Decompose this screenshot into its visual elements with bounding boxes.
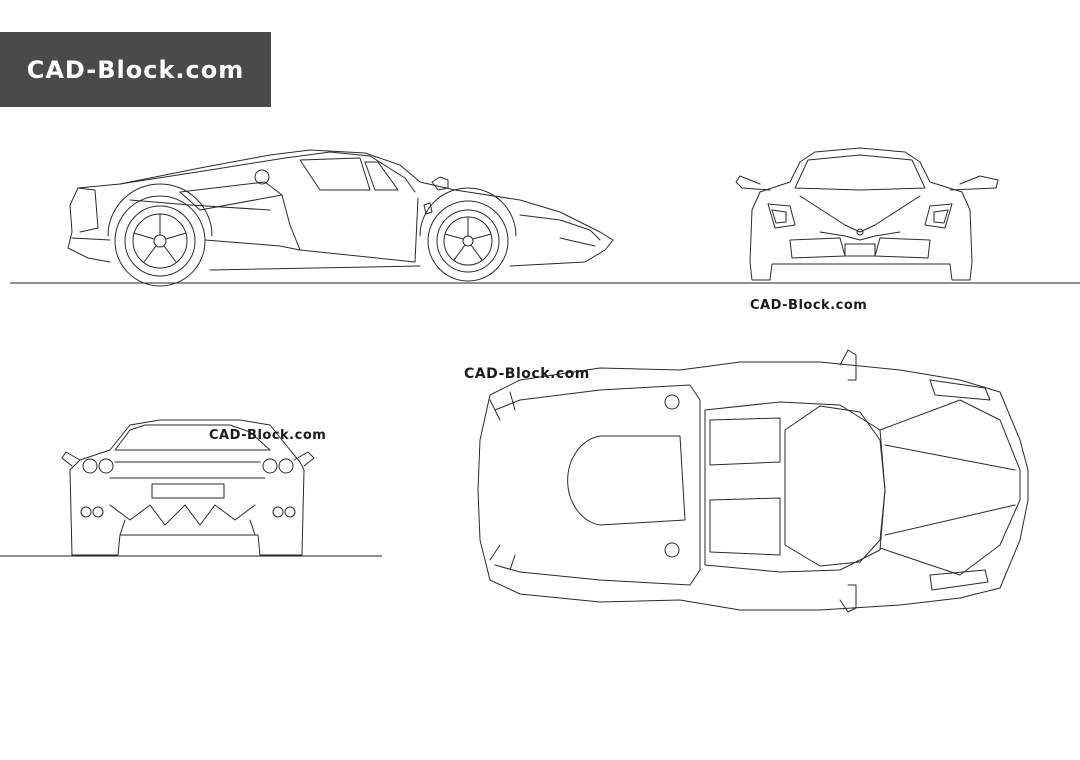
front-nose [799, 195, 921, 241]
top-right-mirror [839, 584, 857, 613]
rear-window [114, 424, 271, 451]
side-window [299, 157, 371, 191]
top-left-mirror [839, 349, 857, 381]
top-rear-lights [489, 391, 516, 571]
front-headlight-left [767, 203, 796, 229]
front-left-mirror [735, 175, 771, 191]
front-right-mirror [949, 175, 999, 191]
rear-exhaust-right [272, 506, 296, 518]
top-cabin [704, 401, 886, 573]
top-fuel-cap-2 [664, 542, 680, 558]
side-lower-line [129, 199, 301, 251]
rear-diffuser [109, 504, 256, 536]
side-rear-window [364, 161, 399, 191]
top-engine-cover [567, 435, 686, 526]
rear-view [0, 419, 382, 557]
rear-exhaust-left [80, 506, 104, 518]
watermark-rear-view: CAD-Block.com [209, 428, 327, 443]
side-mirror [431, 176, 449, 191]
top-rear-deck [494, 384, 701, 586]
side-view [10, 149, 1080, 287]
top-left-vent [929, 379, 991, 401]
rear-taillights-right [262, 458, 294, 474]
top-fuel-cap [664, 394, 680, 410]
top-seats [709, 417, 781, 556]
rear-wheel [114, 195, 206, 287]
side-body-outline [67, 149, 614, 271]
side-emblem [423, 202, 433, 215]
rear-taillights-left [82, 458, 114, 474]
top-right-vent [929, 569, 989, 591]
top-body-outline [477, 361, 1029, 611]
rear-right-mirror [293, 451, 315, 467]
front-badge [856, 228, 864, 236]
side-rear-fascia [71, 187, 111, 241]
side-door-line [281, 194, 419, 263]
rear-deck [109, 461, 266, 479]
watermark-top-view: CAD-Block.com [464, 366, 590, 382]
top-front-hood [879, 399, 1021, 576]
side-front-fascia [519, 214, 601, 247]
front-windshield [794, 154, 926, 191]
site-logo[interactable]: CAD-Block.com [0, 32, 271, 107]
front-wheel-arch [419, 187, 517, 237]
rear-body-outline [69, 419, 305, 556]
front-wheel [427, 200, 509, 282]
front-grille [789, 237, 931, 259]
front-headlight-right [924, 203, 953, 229]
front-body-outline [749, 147, 973, 281]
side-intake [179, 181, 283, 211]
front-view [735, 147, 999, 281]
side-roof-line [119, 151, 416, 193]
top-nose-lines [884, 444, 1016, 536]
side-fuel-cap [254, 169, 270, 185]
top-windshield [784, 405, 886, 567]
watermark-front-view: CAD-Block.com [750, 298, 868, 313]
top-view [477, 349, 1029, 613]
rear-license-plate [151, 483, 225, 499]
rear-left-mirror [61, 451, 81, 467]
rear-wheel-arch [107, 183, 213, 237]
